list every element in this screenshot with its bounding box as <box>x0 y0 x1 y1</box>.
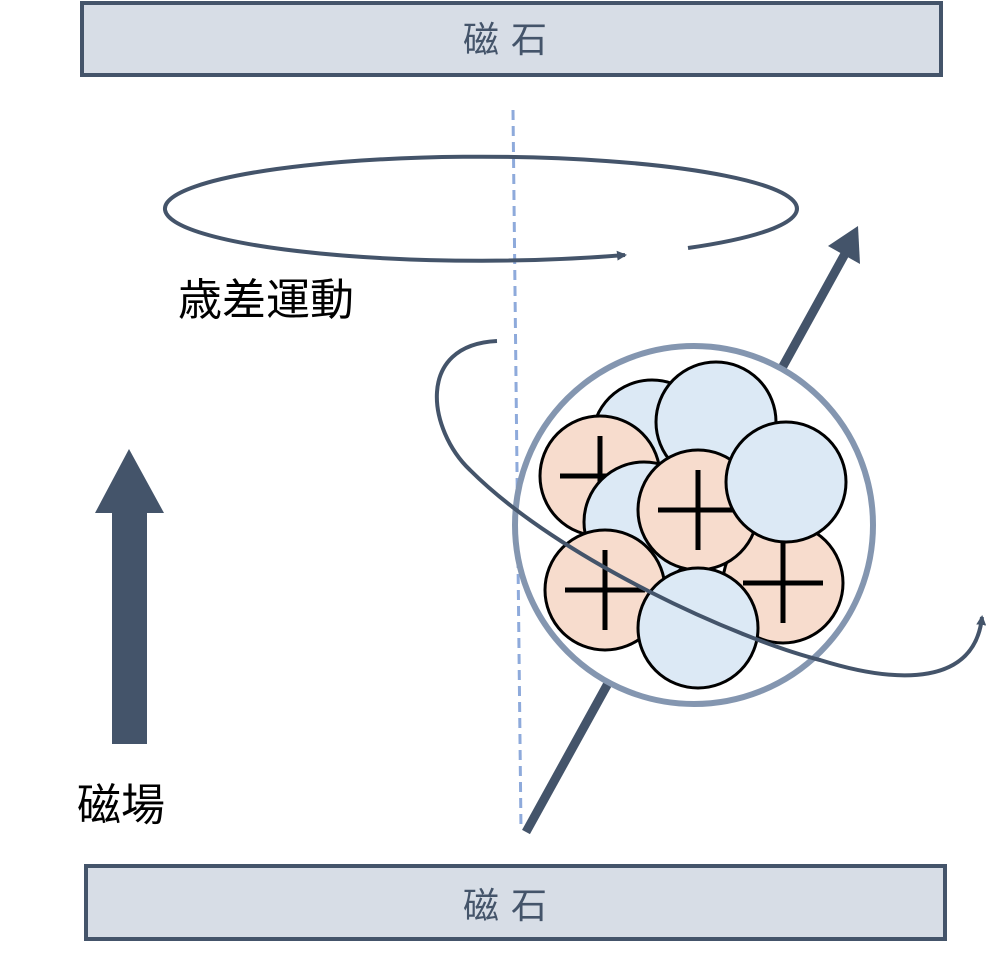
bottom-magnet-label: 磁石 <box>463 886 559 927</box>
spin-axis-arrowhead <box>828 226 860 264</box>
spin-rotation-arrow <box>435 339 987 678</box>
magnetic-field-arrow <box>95 449 164 744</box>
bottom-magnet-bar <box>84 864 947 941</box>
field-label: 磁場 <box>77 780 165 831</box>
precession-orbit <box>162 154 799 263</box>
nucleus <box>512 343 876 707</box>
particle-neutron <box>724 420 848 544</box>
top-magnet-label: 磁石 <box>463 20 559 61</box>
precession-orbit-path <box>162 154 799 263</box>
top-magnet-bar <box>80 1 943 77</box>
precession-axis-dashed <box>511 109 523 831</box>
bottom-magnet: 磁石 <box>84 864 947 941</box>
magnetic-field-arrowhead <box>95 449 164 513</box>
particle-proton <box>543 528 667 652</box>
precession-label: 歳差運動 <box>178 275 354 326</box>
magnetic-field-arrow-shaft <box>112 512 147 744</box>
top-magnet: 磁石 <box>80 1 943 77</box>
particle-neutron <box>636 566 760 690</box>
